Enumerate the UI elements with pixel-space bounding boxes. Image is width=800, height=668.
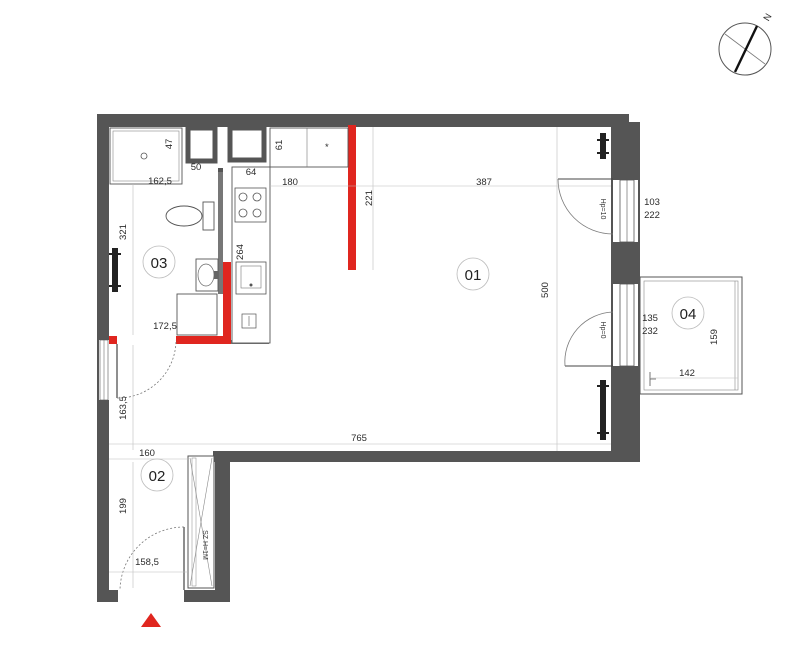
north-arrow: N bbox=[718, 12, 775, 76]
dim-172-5: 172,5 bbox=[153, 321, 177, 332]
dim-159: 159 bbox=[709, 329, 720, 345]
dimension-texts: 47 50 162,5 61 64 180 387 221 321 264 17… bbox=[118, 139, 720, 568]
room-04-label: 04 bbox=[680, 306, 697, 323]
dim-387: 387 bbox=[476, 177, 492, 188]
room-01-label: 01 bbox=[465, 267, 482, 284]
shower-drain-icon bbox=[140, 152, 148, 160]
dim-321: 321 bbox=[118, 224, 129, 240]
hp-label-lower: Hp=0 bbox=[599, 322, 606, 339]
entrance-arrow-icon bbox=[141, 613, 161, 627]
doors bbox=[116, 178, 614, 591]
bathroom-fixtures bbox=[109, 127, 219, 336]
dim-142: 142 bbox=[679, 368, 695, 379]
dim-103: 103 bbox=[644, 197, 660, 208]
dim-180: 180 bbox=[282, 177, 298, 188]
room-02-label: 02 bbox=[149, 468, 166, 485]
dim-61: 61 bbox=[274, 140, 285, 151]
north-letter: N bbox=[762, 12, 775, 24]
hob-icon bbox=[234, 187, 267, 223]
dim-199: 199 bbox=[118, 498, 129, 514]
dim-47: 47 bbox=[164, 139, 175, 150]
appliance-icon bbox=[241, 313, 257, 329]
height-annotations: Hp=10 Hp=0 SZ H=1M bbox=[201, 199, 606, 560]
svg-text:*: * bbox=[325, 142, 329, 153]
dimension-lines bbox=[109, 127, 738, 588]
dim-500: 500 bbox=[540, 282, 551, 298]
dim-765: 765 bbox=[351, 433, 367, 444]
dim-158-5: 158,5 bbox=[135, 557, 159, 568]
hp-label-upper: Hp=10 bbox=[599, 199, 606, 220]
room-03-label: 03 bbox=[151, 255, 168, 272]
dim-221: 221 bbox=[364, 190, 375, 206]
dim-162-5: 162,5 bbox=[148, 176, 172, 187]
kitchen-fixtures: * bbox=[231, 127, 349, 344]
balcony bbox=[639, 276, 743, 395]
dim-50: 50 bbox=[191, 162, 202, 173]
room-labels: 01 03 02 04 bbox=[140, 245, 705, 492]
washbasin-icon bbox=[195, 258, 219, 292]
dim-160: 160 bbox=[139, 448, 155, 459]
window-frames bbox=[99, 179, 635, 401]
dim-264: 264 bbox=[235, 244, 246, 260]
dim-222: 222 bbox=[644, 210, 660, 221]
dim-64: 64 bbox=[246, 167, 257, 178]
toilet-icon bbox=[165, 201, 215, 231]
interior-partitions bbox=[185, 125, 267, 589]
wardrobe-label: SZ H=1M bbox=[201, 530, 208, 560]
radiators bbox=[109, 133, 609, 440]
dim-163-5: 163,5 bbox=[118, 396, 129, 420]
dim-135: 135 bbox=[642, 313, 658, 324]
kitchen-sink-icon bbox=[235, 261, 267, 295]
washing-machine bbox=[176, 293, 218, 336]
dim-232: 232 bbox=[642, 326, 658, 337]
